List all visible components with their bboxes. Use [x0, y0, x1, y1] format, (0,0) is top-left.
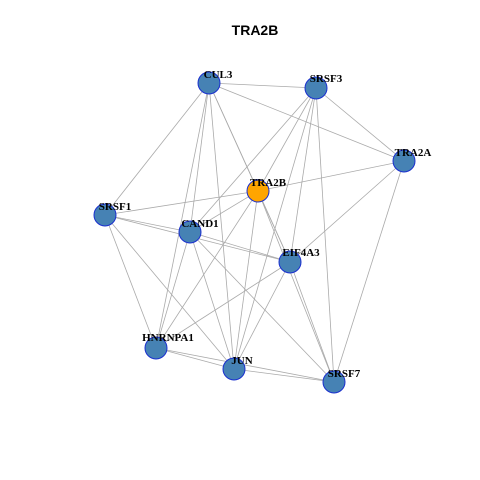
edge-cul3-cand1: [189, 82, 210, 233]
edge-cul3-srsf3: [208, 82, 317, 89]
edge-cand1-srsf7: [189, 231, 335, 383]
edge-srsf3-tra2b: [257, 87, 317, 192]
node-label-srsf7: SRSF7: [328, 368, 361, 380]
edge-srsf1-hnrnpa1: [104, 214, 157, 349]
edge-tra2b-srsf7: [257, 190, 335, 383]
node-eif4a3: [278, 250, 302, 274]
edge-cul3-jun: [208, 82, 235, 370]
edge-cand1-eif4a3: [189, 231, 291, 263]
node-srsf1: [93, 203, 117, 227]
edge-tra2a-tra2b: [257, 160, 405, 192]
node-jun: [222, 357, 246, 381]
node-label-cand1: CAND1: [181, 218, 218, 230]
node-label-eif4a3: EIF4A3: [282, 247, 320, 259]
edge-hnrnpa1-jun: [155, 347, 235, 370]
edge-jun-srsf7: [233, 368, 335, 383]
edge-tra2b-eif4a3: [257, 190, 291, 263]
graph-title: TRA2B: [232, 22, 279, 38]
edge-cand1-jun: [189, 231, 235, 370]
node-label-cul3: CUL3: [204, 69, 233, 81]
edge-eif4a3-jun: [233, 261, 291, 370]
edge-srsf3-tra2a: [315, 87, 405, 162]
node-srsf3: [304, 76, 328, 100]
edge-cand1-hnrnpa1: [155, 231, 191, 349]
edge-eif4a3-srsf7: [289, 261, 335, 383]
node-hnrnpa1: [144, 336, 168, 360]
edge-tra2b-jun: [233, 190, 259, 370]
node-tra2b: [246, 179, 270, 203]
node-label-tra2a: TRA2A: [395, 147, 432, 159]
node-tra2a: [392, 149, 416, 173]
node-cand1: [178, 220, 202, 244]
edge-cul3-hnrnpa1: [155, 82, 210, 349]
edge-tra2b-cand1: [189, 190, 259, 233]
node-layer: [93, 71, 416, 394]
edge-cul3-tra2a: [208, 82, 405, 162]
edge-srsf3-eif4a3: [289, 87, 317, 263]
edge-srsf1-jun: [104, 214, 235, 370]
node-srsf7: [322, 370, 346, 394]
node-label-tra2b: TRA2B: [250, 177, 287, 189]
edge-tra2a-srsf7: [333, 160, 405, 383]
node-cul3: [197, 71, 221, 95]
edge-srsf1-cand1: [104, 214, 191, 233]
edge-tra2b-hnrnpa1: [155, 190, 259, 349]
edge-cul3-srsf1: [104, 82, 210, 216]
node-label-hnrnpa1: HNRNPA1: [142, 332, 194, 344]
edge-srsf3-cand1: [189, 87, 317, 233]
edge-cul3-tra2b: [208, 82, 259, 192]
edge-eif4a3-hnrnpa1: [155, 261, 291, 349]
edge-srsf3-srsf7: [315, 87, 335, 383]
edge-hnrnpa1-srsf7: [155, 347, 335, 383]
edge-tra2b-srsf1: [104, 190, 259, 216]
edge-tra2a-eif4a3: [289, 160, 405, 263]
node-label-srsf3: SRSF3: [310, 73, 343, 85]
node-label-srsf1: SRSF1: [99, 201, 131, 213]
node-label-jun: JUN: [231, 355, 252, 367]
